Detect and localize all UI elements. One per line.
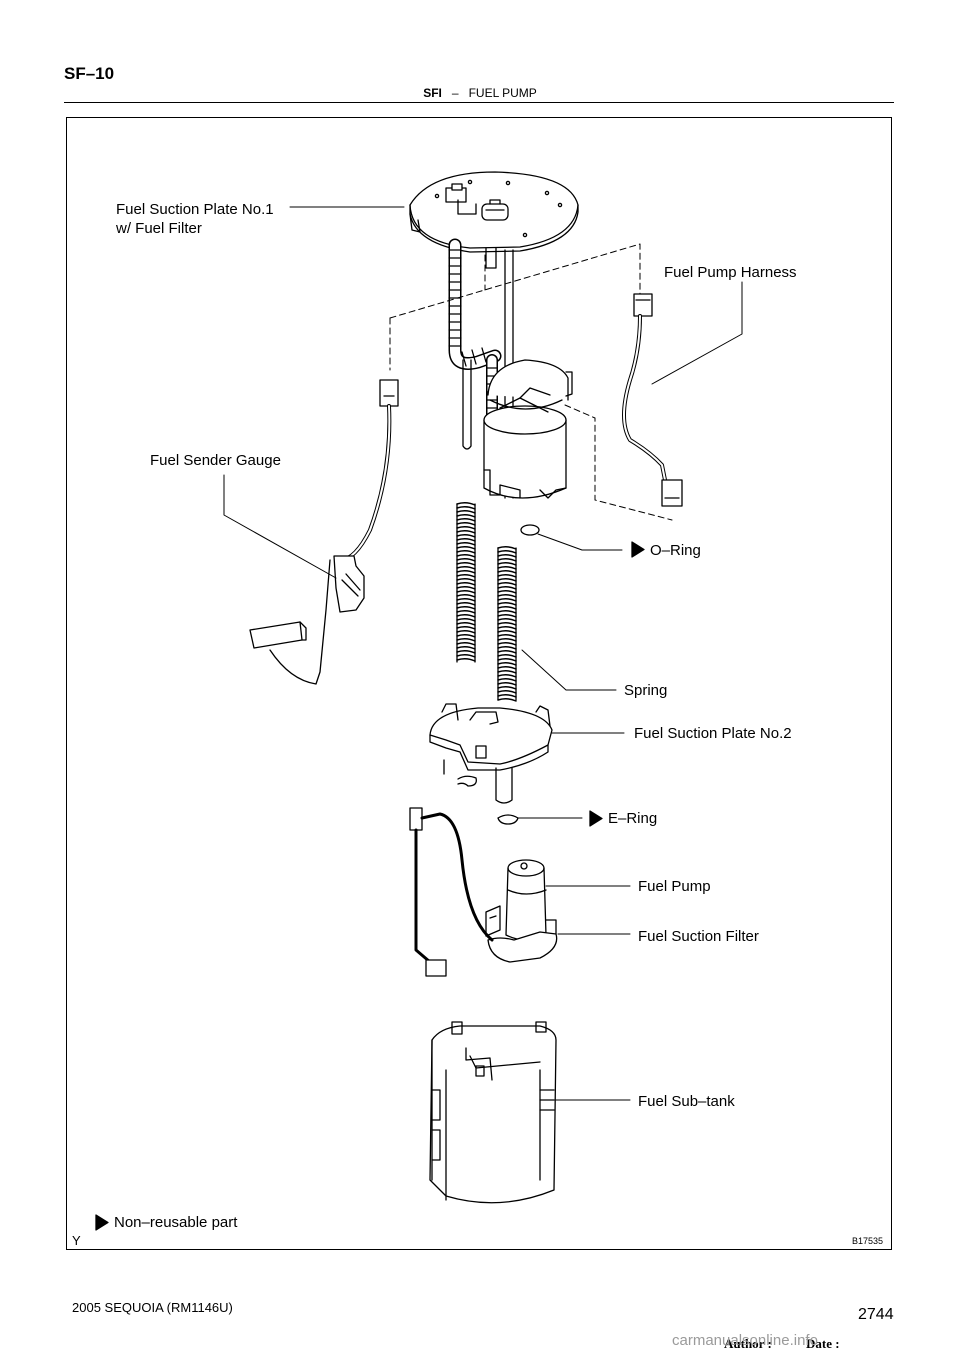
pump-bracket-drawing bbox=[483, 359, 573, 499]
footer-watermark: carmanualsonline.info bbox=[672, 1332, 818, 1349]
o-ring-drawing bbox=[520, 524, 540, 536]
figure-code: B17535 bbox=[852, 1236, 884, 1246]
spring-outline bbox=[456, 503, 476, 663]
footer-model: 2005 SEQUOIA (RM1146U) bbox=[72, 1300, 233, 1315]
guide-rod-left bbox=[462, 359, 472, 450]
figure-corner-mark: Y bbox=[72, 1233, 81, 1248]
label-suction-plate-2: Fuel Suction Plate No.2 bbox=[634, 725, 792, 742]
label-suction-filter: Fuel Suction Filter bbox=[638, 928, 759, 945]
chapter-name: FUEL PUMP bbox=[468, 86, 537, 100]
footer-page-number: 2744 bbox=[858, 1306, 894, 1323]
fuel-pump-drawing bbox=[485, 859, 558, 963]
footer-date-label: Date : bbox=[806, 1336, 840, 1351]
e-ring-drawing bbox=[497, 814, 519, 825]
label-spring: Spring bbox=[624, 682, 668, 699]
label-pump-harness: Fuel Pump Harness bbox=[664, 264, 797, 281]
label-e-ring: E–Ring bbox=[608, 810, 658, 827]
springs-drawing bbox=[456, 501, 517, 702]
sender-gauge-drawing bbox=[249, 379, 399, 685]
sub-tank-drawing bbox=[429, 1021, 557, 1204]
label-suction-plate-1: Fuel Suction Plate No.1 bbox=[116, 201, 274, 218]
pump-cord-drawing bbox=[409, 807, 494, 977]
non-reusable-icon bbox=[95, 1214, 109, 1231]
figure-frame bbox=[66, 117, 892, 1250]
non-reusable-icon bbox=[589, 810, 603, 827]
label-suction-plate-1-filter: w/ Fuel Filter bbox=[116, 220, 202, 237]
spring-outline bbox=[497, 547, 517, 701]
label-sender-gauge: Fuel Sender Gauge bbox=[150, 452, 281, 469]
section-title: SFI – FUEL PUMP bbox=[0, 86, 960, 100]
label-fuel-pump: Fuel Pump bbox=[638, 878, 711, 895]
alignment-lines bbox=[389, 243, 673, 521]
suction-plate-2-drawing bbox=[429, 703, 553, 804]
spring-coil bbox=[456, 501, 476, 662]
clip-drawing bbox=[457, 775, 477, 787]
suction-plate-1-drawing bbox=[409, 171, 579, 253]
section-name: SFI bbox=[423, 86, 442, 100]
header-rule bbox=[64, 102, 894, 103]
spring-coil bbox=[497, 545, 517, 702]
footer-author-label: Author : bbox=[724, 1336, 772, 1351]
pump-harness-drawing bbox=[622, 293, 683, 507]
leader-lines bbox=[223, 206, 743, 1101]
non-reusable-icon bbox=[631, 541, 645, 558]
label-o-ring: O–Ring bbox=[650, 542, 701, 559]
page-code: SF–10 bbox=[64, 64, 115, 83]
title-separator: – bbox=[451, 86, 459, 100]
legend-non-reusable: Non–reusable part bbox=[114, 1214, 238, 1231]
label-sub-tank: Fuel Sub–tank bbox=[638, 1093, 735, 1110]
